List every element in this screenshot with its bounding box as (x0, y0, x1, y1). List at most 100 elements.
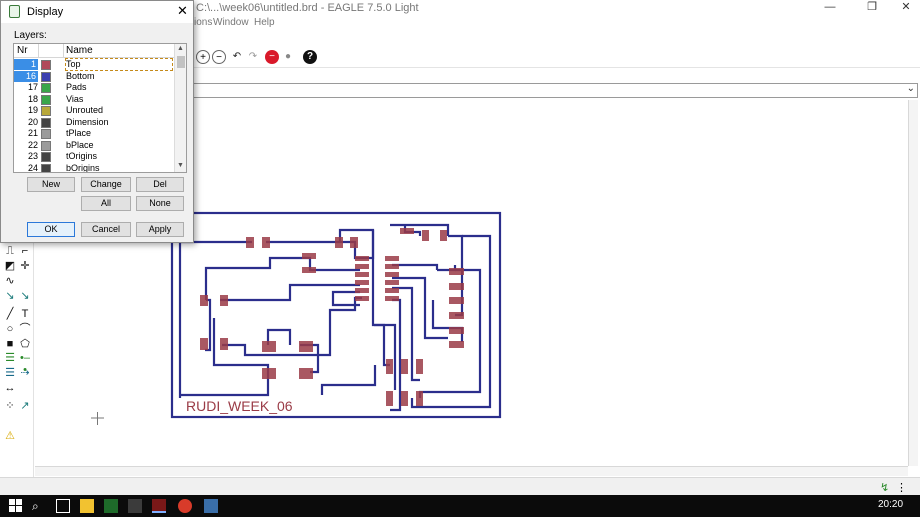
layer-color-swatch[interactable] (41, 129, 51, 139)
layer-color-swatch[interactable] (41, 152, 51, 162)
app-icon[interactable] (104, 499, 118, 513)
file-explorer-icon[interactable] (80, 499, 94, 513)
signal-tool-icon[interactable]: •‒• (20, 352, 30, 376)
all-button[interactable]: All (81, 196, 131, 211)
erc-warning-icon[interactable]: ⚠ (5, 430, 15, 442)
attribute-tool-icon[interactable]: ⇢ (20, 367, 30, 379)
command-icon[interactable]: ⋮ (896, 482, 907, 494)
layer-number: 24 (27, 162, 38, 173)
menu-help[interactable]: Help (254, 17, 275, 28)
windows-start-icon[interactable] (9, 499, 23, 513)
text-tool-icon[interactable]: T (21, 308, 29, 320)
scroll-thumb[interactable] (177, 56, 185, 68)
smd-pads (200, 228, 464, 406)
maximize-button[interactable]: ❐ (867, 1, 877, 13)
eagle-taskbar-icon[interactable] (152, 499, 166, 513)
new-button[interactable]: New (27, 177, 75, 192)
circle-tool-icon[interactable]: ○ (6, 323, 14, 335)
status-bar: ↯ ⋮ (0, 477, 920, 495)
menu-bar: ions Window Help (0, 16, 920, 32)
traces (178, 223, 492, 412)
stop-icon[interactable]: − (265, 50, 279, 64)
miter-tool-icon[interactable]: ⌐ (21, 245, 29, 257)
layer-name: bPlace (66, 139, 94, 150)
arc-tool-icon[interactable]: ⌒ (19, 323, 31, 335)
go-icon[interactable]: ● (284, 51, 292, 62)
app-icon-3[interactable] (204, 499, 218, 513)
app-icon-2[interactable] (128, 499, 142, 513)
layer-name: tPlace (66, 128, 92, 138)
change-button[interactable]: Change (81, 177, 131, 192)
line-tool-icon[interactable]: ╱ (6, 308, 14, 320)
layer-number: 17 (27, 82, 38, 92)
layer-color-swatch[interactable] (41, 140, 51, 151)
scroll-down-icon[interactable]: ▼ (177, 162, 184, 169)
layer-color-swatch[interactable] (41, 94, 51, 105)
layer-color-swatch[interactable] (41, 106, 51, 116)
close-icon[interactable]: ✕ (177, 3, 188, 18)
pcb-layout: RUDI_WEEK_06 (91, 211, 502, 425)
wire-tool-icon[interactable]: ⎍ (6, 245, 14, 257)
menu-options[interactable]: ions (194, 17, 213, 28)
layer-color-swatch[interactable] (41, 60, 51, 70)
layer-color-swatch[interactable] (41, 71, 51, 82)
layer-color-swatch[interactable] (41, 83, 51, 93)
ripup-tool-icon[interactable]: ↘ (20, 290, 30, 302)
close-window-button[interactable]: ✕ (901, 1, 911, 13)
column-name[interactable]: Name (66, 45, 93, 56)
menu-window[interactable]: Window (213, 17, 249, 28)
chevron-down-icon[interactable]: ⌄ (906, 83, 915, 94)
scroll-up-icon[interactable]: ▲ (177, 45, 184, 52)
del-button[interactable]: Del (136, 177, 184, 192)
vertical-scrollbar[interactable] (908, 100, 918, 466)
task-view-icon[interactable] (56, 499, 70, 513)
undo-icon[interactable]: ↶ (232, 51, 242, 62)
dialog-title: Display (27, 6, 64, 18)
none-button[interactable]: None (136, 196, 184, 211)
clock[interactable]: 20:20 (878, 499, 904, 510)
meander-tool-icon[interactable]: ∿ (5, 275, 15, 287)
minimize-button[interactable]: — (824, 1, 836, 13)
list-scrollbar[interactable]: ▲ ▼ (174, 44, 186, 172)
apply-button[interactable]: Apply (136, 222, 184, 237)
column-nr[interactable]: Nr (17, 45, 28, 56)
rect-tool-icon[interactable]: ■ (6, 338, 14, 350)
help-icon[interactable]: ? (303, 50, 317, 64)
autorouter-tool-icon[interactable]: ↗ (20, 400, 30, 412)
move-tool-icon[interactable]: ✛ (20, 260, 30, 272)
toolbar: + − ↶ ↷ − ● ? (0, 48, 920, 68)
ok-button[interactable]: OK (27, 222, 75, 237)
route-tool-icon[interactable]: ↘ (5, 290, 15, 302)
polygon-tool-icon[interactable]: ⬠ (20, 338, 30, 350)
horizontal-scrollbar[interactable] (35, 466, 908, 476)
check-icon[interactable]: ↯ (880, 482, 890, 494)
ratsnest-tool-icon[interactable]: ⁘ (5, 400, 15, 412)
chrome-icon[interactable] (178, 499, 192, 513)
layer-color-swatch[interactable] (41, 117, 51, 128)
layer-row[interactable]: 19 Unrouted (14, 105, 174, 117)
hole-tool-icon[interactable]: ☰ (5, 367, 15, 379)
dimension-tool-icon[interactable]: ↔ (4, 382, 16, 394)
cancel-button[interactable]: Cancel (81, 222, 131, 237)
search-icon[interactable]: ⌕ (32, 499, 39, 513)
redo-icon[interactable]: ↷ (248, 51, 258, 62)
board-label: RUDI_WEEK_06 (186, 398, 293, 414)
zoom-in-icon[interactable]: + (196, 50, 210, 64)
zoom-out-icon[interactable]: − (212, 50, 226, 64)
layer-name: Bottom (66, 70, 95, 81)
via-tool-icon[interactable]: ☰ (5, 352, 15, 364)
layer-color-swatch[interactable] (41, 163, 51, 172)
layer-name: Unrouted (66, 105, 104, 115)
layer-number: 19 (27, 105, 38, 115)
split-tool-icon[interactable]: ◩ (4, 260, 16, 272)
